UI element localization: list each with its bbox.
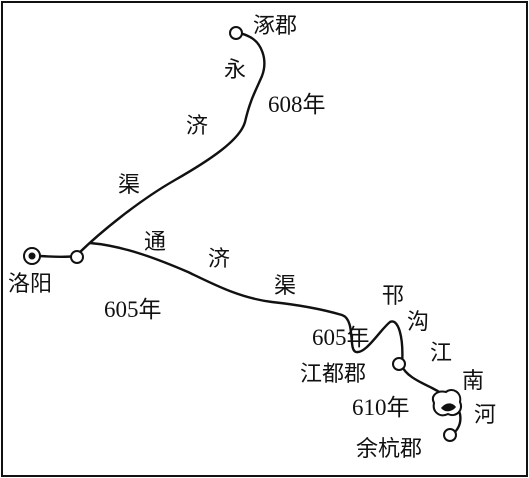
tongji-label-char-3: 渠 <box>274 274 297 299</box>
tongji-label-char-1: 通 <box>144 230 167 255</box>
place-label-luoyang: 洛阳 <box>8 272 53 297</box>
tongji-canal-line <box>89 241 404 367</box>
tongji-year-label-b: 605年 <box>312 325 370 350</box>
yongji-label-char-3: 渠 <box>118 173 141 198</box>
yongji-canal-line <box>75 31 266 257</box>
junction-node <box>70 250 84 264</box>
tongji-year-label-a: 605年 <box>104 297 162 322</box>
hangou-label-char-2: 沟 <box>407 310 430 335</box>
place-label-jiangdu: 江都郡 <box>300 362 367 387</box>
tongji-label-char-2: 济 <box>208 247 231 272</box>
jiangnan-label-char-1: 江 <box>430 341 453 366</box>
jiangdu-node <box>392 357 406 371</box>
place-label-zhuojun: 涿郡 <box>253 14 298 39</box>
yuhang-node <box>443 428 457 442</box>
yongji-label-char-2: 济 <box>186 114 209 139</box>
jiangnan-year-label: 610年 <box>352 395 410 420</box>
jiangnan-label-char-3: 河 <box>474 403 497 428</box>
lake-icon <box>432 389 462 417</box>
jiangnan-label-char-2: 南 <box>462 369 485 394</box>
luoyang-capital-inner <box>28 252 36 260</box>
hangou-label-char-1: 邗 <box>382 284 405 309</box>
place-label-yuhang: 余杭郡 <box>356 437 423 462</box>
zhuojun-node <box>229 26 243 40</box>
yongji-label-char-1: 永 <box>224 58 247 83</box>
lake-shading <box>441 403 456 412</box>
yongji-year-label: 608年 <box>268 92 326 117</box>
